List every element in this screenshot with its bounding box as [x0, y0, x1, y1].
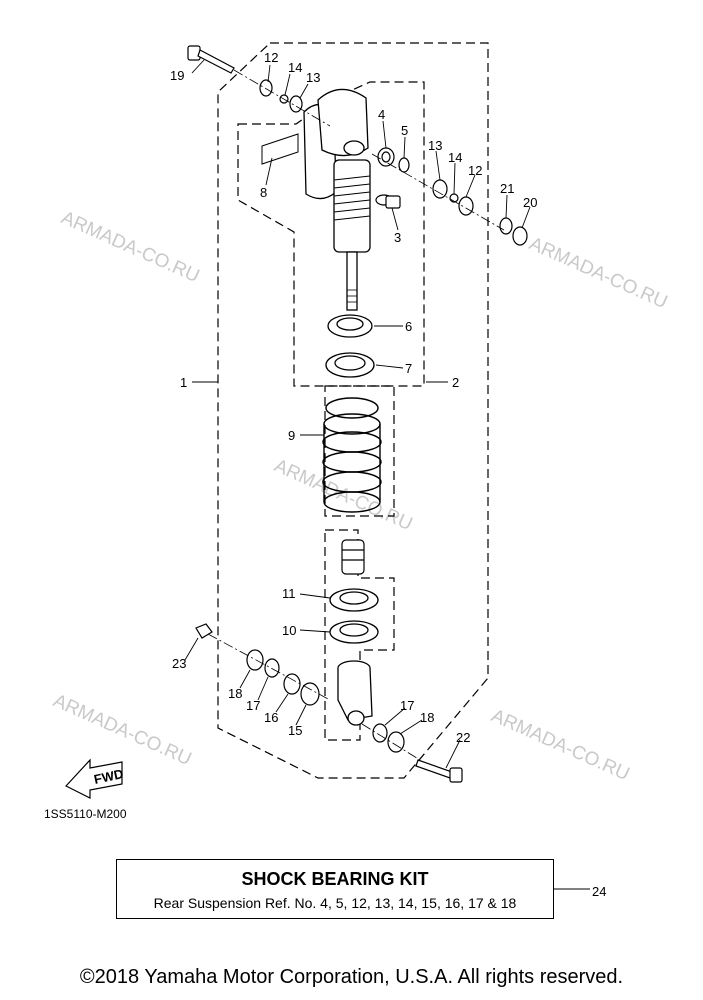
outline-group-spring	[324, 385, 395, 517]
callout-21: 21	[500, 181, 514, 196]
adjuster	[375, 194, 401, 209]
bolt-19	[187, 45, 235, 74]
callout-9: 9	[288, 428, 295, 443]
callout-19: 19	[170, 68, 184, 83]
parts-diagram: ARMADA-CO.RU ARMADA-CO.RU ARMADA-CO.RU A…	[44, 42, 671, 821]
spring-seats	[329, 588, 379, 644]
callout-8: 8	[260, 185, 267, 200]
thread-lines	[333, 175, 371, 221]
leader-lines	[184, 59, 531, 769]
callout-20: 20	[523, 195, 537, 210]
lower-clevis	[337, 660, 373, 726]
watermark-4: ARMADA-CO.RU	[50, 690, 195, 770]
callout-11: 11	[282, 586, 296, 601]
hardware	[195, 79, 528, 639]
watermark-1: ARMADA-CO.RU	[58, 207, 203, 287]
callout-13b: 13	[428, 138, 442, 153]
watermark-2: ARMADA-CO.RU	[526, 233, 671, 313]
axis-lines	[207, 69, 505, 761]
callout-14a: 14	[288, 60, 302, 75]
callout-7: 7	[405, 361, 412, 376]
callout-1: 1	[180, 375, 187, 390]
callout-17a: 17	[246, 698, 260, 713]
lock-rings	[325, 314, 375, 378]
bolts	[187, 45, 463, 783]
kit-title: SHOCK BEARING KIT	[241, 869, 429, 889]
callout-5: 5	[401, 123, 408, 138]
callout-23: 23	[172, 656, 186, 671]
callout-18a: 18	[228, 686, 242, 701]
kit-callout-24: 24	[592, 884, 607, 899]
callout-12a: 12	[264, 50, 278, 65]
label-sticker	[261, 133, 299, 165]
callout-15: 15	[288, 723, 302, 738]
callout-10: 10	[282, 623, 296, 638]
piston-rod	[346, 251, 358, 311]
callout-2: 2	[452, 375, 459, 390]
callout-14b: 14	[448, 150, 462, 165]
callout-13a: 13	[306, 70, 320, 85]
callout-4: 4	[378, 107, 385, 122]
callout-17b: 17	[400, 698, 414, 713]
shock-bearing-kit-box: SHOCK BEARING KIT Rear Suspension Ref. N…	[116, 859, 554, 919]
callout-12b: 12	[468, 163, 482, 178]
fwd-arrow-icon: FWD	[65, 758, 125, 799]
callout-16: 16	[264, 710, 278, 725]
shock-absorber	[303, 88, 371, 311]
watermark-3: ARMADA-CO.RU	[271, 455, 416, 535]
callouts: 19 12 14 13 4 5 13 14 12 21 20 8 3 6 7 1…	[170, 50, 537, 745]
shock-top-eye	[317, 88, 369, 157]
kit-subtitle: Rear Suspension Ref. No. 4, 5, 12, 13, 1…	[153, 895, 517, 911]
fwd-label: FWD	[93, 766, 125, 787]
callout-22: 22	[456, 730, 470, 745]
bolt-22	[415, 759, 463, 783]
spring	[322, 397, 382, 513]
watermark-5: ARMADA-CO.RU	[488, 705, 633, 785]
outline-assembly-1	[217, 42, 489, 779]
bump-stop	[341, 539, 365, 575]
diagram-code: 1SS5110-M200	[44, 807, 127, 821]
callout-18b: 18	[420, 710, 434, 725]
shock-body	[333, 159, 371, 253]
callout-3: 3	[394, 230, 401, 245]
callout-6: 6	[405, 319, 412, 334]
copyright-notice: ©2018 Yamaha Motor Corporation, U.S.A. A…	[79, 966, 624, 988]
